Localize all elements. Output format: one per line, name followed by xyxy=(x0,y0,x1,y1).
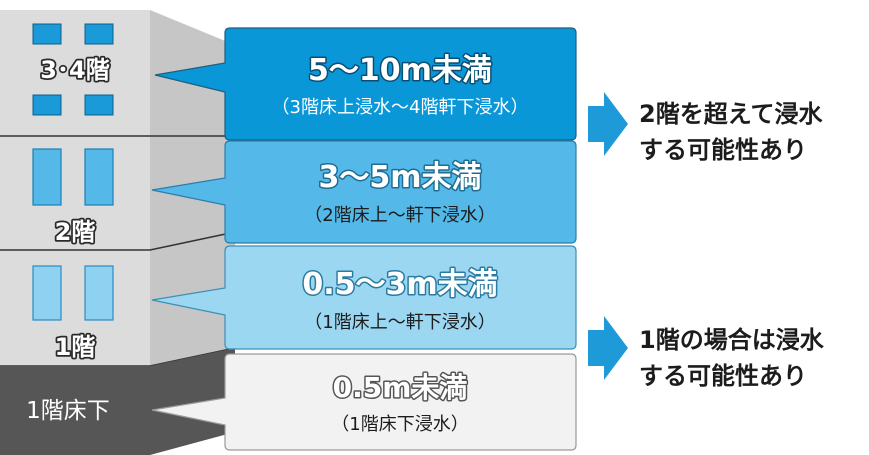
floor-divider xyxy=(149,231,236,251)
note-upper: 2階を超えて浸水 する可能性あり xyxy=(639,96,867,168)
window xyxy=(32,94,62,116)
window xyxy=(84,148,114,206)
note-lower: 1階の場合は浸水 する可能性あり xyxy=(639,322,867,394)
depth-range-label: 3～5m未満 xyxy=(318,160,481,195)
callout-box xyxy=(151,245,577,350)
depth-detail-label: （3階床上浸水～4階軒下浸水） xyxy=(272,97,529,118)
callout-box xyxy=(154,27,577,141)
depth-range-label: 5～10m未満 xyxy=(308,53,492,88)
floor-2-block xyxy=(0,136,150,250)
right-arrow-icon xyxy=(588,316,628,380)
window xyxy=(32,265,62,321)
depth-range-label: 0.5m未満 xyxy=(333,371,468,404)
right-arrow-icon xyxy=(588,92,628,156)
floor-1-block xyxy=(0,250,150,366)
floor-3-4-block xyxy=(0,10,150,136)
floor-label-basement: 1階床下 xyxy=(26,398,110,424)
floor-label-3-4: 3･4階 xyxy=(40,56,109,84)
callout-under-0-5m: 0.5m未満 （1階床下浸水） xyxy=(151,353,577,451)
window xyxy=(84,94,114,116)
note-line: 2階を超えて浸水 xyxy=(639,100,823,128)
window xyxy=(32,148,62,206)
callout-3-5m: 3～5m未満 （2階床上～軒下浸水） xyxy=(151,140,577,244)
callout-box xyxy=(151,353,577,451)
callout-0-5-3m: 0.5～3m未満 （1階床上～軒下浸水） xyxy=(151,245,577,350)
depth-detail-label: （1階床上～軒下浸水） xyxy=(304,312,495,333)
floor-label-1: 1階 xyxy=(55,333,96,361)
basement-block xyxy=(0,348,235,455)
building: 3･4階 2階 1階 1階床下 xyxy=(0,10,236,455)
window xyxy=(84,265,114,321)
building-side xyxy=(150,10,235,432)
note-line: 1階の場合は浸水 xyxy=(639,326,824,354)
depth-detail-label: （2階床上～軒下浸水） xyxy=(304,205,495,226)
window xyxy=(84,23,114,45)
depth-detail-label: （1階床下浸水） xyxy=(331,414,468,435)
floor-label-2: 2階 xyxy=(55,218,96,246)
note-line: する可能性あり xyxy=(639,362,807,390)
callout-5-10m: 5～10m未満 （3階床上浸水～4階軒下浸水） xyxy=(154,27,577,141)
depth-range-label: 0.5～3m未満 xyxy=(302,267,497,302)
window xyxy=(32,23,62,45)
note-line: する可能性あり xyxy=(639,136,807,164)
callout-box xyxy=(151,140,577,244)
